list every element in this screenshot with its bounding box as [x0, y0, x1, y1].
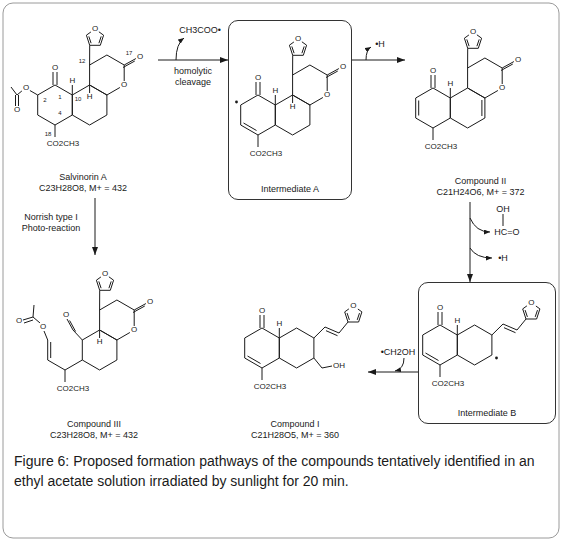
compound-name: Salvinorin A: [59, 172, 107, 184]
atom-label: CO2CH3: [46, 140, 80, 148]
atom-label: H: [289, 103, 297, 111]
intermediate-b-structure: [423, 303, 540, 377]
compound-ii-structure: [416, 32, 514, 140]
atom-number: 4: [57, 110, 62, 116]
figure-caption: Figure 6: Proposed formation pathways of…: [14, 452, 548, 491]
atom-label: H: [275, 320, 283, 328]
atom-label: CO2CH3: [431, 380, 465, 388]
compound-iii-structure: [23, 274, 146, 382]
atom-label: CO2CH3: [253, 383, 287, 391]
connectors: [95, 60, 470, 372]
atom-label: O: [120, 81, 128, 89]
formula-mass: C23H28O8, M+ = 432: [50, 430, 138, 442]
atom-label: H: [271, 87, 279, 95]
atom-label: O: [62, 311, 70, 319]
atom-number: 2: [42, 97, 47, 103]
formula-mass: C21H24O6, M+ = 372: [436, 187, 524, 199]
atom-label: O: [429, 67, 437, 75]
reagent-label: OH: [495, 205, 511, 214]
atom-label: H: [453, 317, 461, 325]
reaction-arrow: [352, 60, 405, 61]
intermediate-a-structure: [235, 39, 339, 147]
formula-mass: C21H28O5, M+ = 360: [251, 430, 339, 442]
reagent-label: •H: [374, 40, 386, 49]
structures: [11, 29, 540, 382]
atom-label: O: [39, 323, 47, 331]
atom-number: 1: [57, 94, 62, 100]
atom-number: 10: [74, 96, 83, 102]
atom-label: O: [339, 63, 347, 71]
compound-name: Compound I: [270, 419, 319, 431]
atom-label: OH: [332, 362, 346, 370]
atom-label: O: [51, 64, 59, 72]
atom-label: O: [514, 56, 522, 64]
atom-label: H: [96, 338, 104, 346]
atom-label: O: [436, 304, 444, 312]
atom-label: O: [101, 270, 109, 278]
atom-label: CO2CH3: [249, 150, 283, 158]
atom-label: O: [527, 299, 535, 307]
atom-label: O: [469, 28, 477, 36]
reaction-arrow: [158, 60, 228, 61]
compound-box: Compound IIC21H24O6, M+ = 372: [405, 10, 556, 202]
reaction-arrow: [470, 202, 471, 282]
atom-label: CO2CH3: [56, 385, 90, 393]
atom-number: 12: [78, 58, 87, 64]
atom-label: O: [15, 317, 23, 325]
reaction-arrow: [368, 372, 418, 373]
compound-name: Compound III: [67, 419, 121, 431]
figure-frame: [3, 3, 559, 538]
atom-label: CO2CH3: [424, 143, 458, 151]
atom-label: H: [68, 77, 76, 85]
atom-label: O: [22, 84, 30, 92]
compound-box: Salvinorin AC23H28O8, M+ = 432: [8, 10, 158, 198]
compound-name: Compound II: [455, 176, 507, 188]
reagent-label: HC=O: [493, 228, 520, 237]
atom-number: 18: [44, 131, 53, 137]
atom-label: O: [349, 302, 357, 310]
salvinorin-a-structure: [11, 29, 136, 137]
atom-label: H: [86, 93, 94, 101]
atom-number: 17: [125, 50, 134, 56]
compound-name: Intermediate B: [458, 408, 517, 420]
atom-label: O: [146, 298, 154, 306]
atom-label: O: [130, 326, 138, 334]
compound-box: Compound IIIC23H28O8, M+ = 432: [8, 255, 180, 445]
atom-label: O: [254, 74, 262, 82]
reagent-label: CH3COO•: [178, 26, 222, 35]
reaction-arrow: [95, 198, 96, 255]
edge-label: homolytic cleavage: [159, 66, 227, 89]
compound-name: Intermediate A: [261, 184, 319, 196]
atom-label: O: [136, 53, 144, 61]
formula-mass: C23H28O8, M+ = 432: [39, 183, 127, 195]
atom-label: O: [294, 35, 302, 43]
atom-label: O: [323, 91, 331, 99]
reagent-label: •H: [497, 254, 509, 263]
atom-label: O: [91, 25, 99, 33]
reagent-label: •CH2OH: [380, 348, 417, 357]
compound-box: Compound IC21H28O5, M+ = 360: [222, 282, 368, 445]
edge-label: Norrish type I Photo-reaction: [11, 212, 91, 235]
atom-label: H: [446, 80, 454, 88]
atom-label: O: [13, 106, 21, 114]
atom-label: O: [498, 84, 506, 92]
compound-i-structure: [245, 306, 362, 380]
atom-label: O: [258, 307, 266, 315]
